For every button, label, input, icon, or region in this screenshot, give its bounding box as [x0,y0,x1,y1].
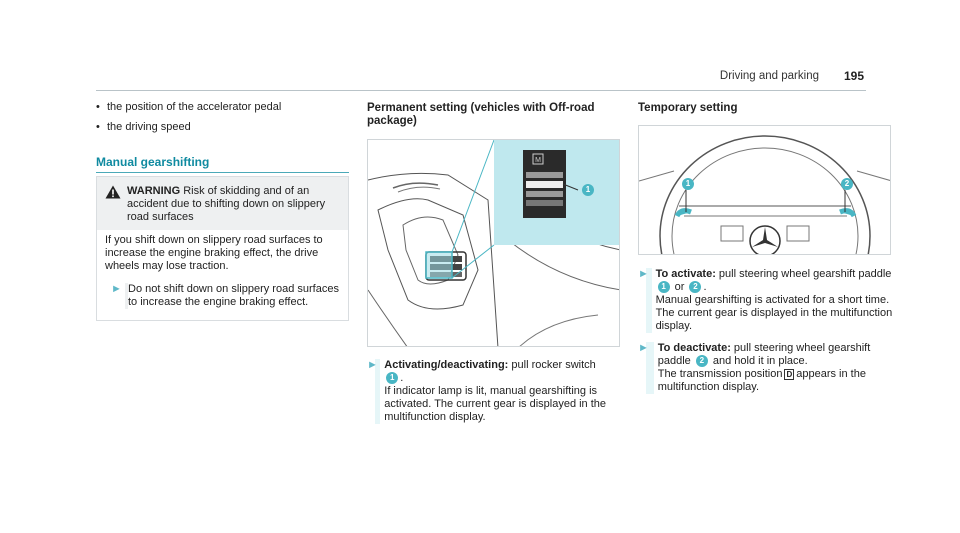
console-figure: M 1 [367,139,620,347]
deactivate-position-text: The transmission position [657,368,783,380]
callout-badge-2: 2 [841,178,853,190]
callout-badge-2: 2 [689,281,702,294]
warning-label: WARNING [127,185,181,197]
deactivate-display-text: appears in the multifunction display. [657,368,866,393]
activate-or: or [674,281,685,293]
running-header: Driving and parking [719,70,819,82]
bullet-item: the driving speed [96,120,349,134]
warning-step-text: Do not shift down on slippery road surfa… [125,283,348,309]
activate-detail: Manual gearshifting is activated for a s… [655,294,893,332]
activate-label: To activate: [655,268,716,280]
step-arrow-icon: ► [111,283,122,295]
middle-title: Permanent setting (vehicles with Off-roa… [367,102,595,127]
instruction-label: Activating/deactivating: [384,359,509,371]
warning-step: ► Do not shift down on slippery road sur… [105,283,348,309]
activate-instruction: ► To activate: pull steering wheel gears… [638,268,893,333]
steering-wheel-illustration [639,126,890,254]
warning-triangle-icon [105,185,121,199]
instruction-detail: If indicator lamp is lit, manual gearshi… [384,385,607,423]
section-rule [96,172,349,173]
warning-box: WARNING Risk of skidding and of an accid… [96,176,349,321]
warning-header: WARNING Risk of skidding and of an accid… [97,177,348,230]
step-arrow-icon: ► [367,359,378,371]
instruction-text: pull rocker switch [508,359,596,371]
activating-instruction: ► Activating/deactivating: pull rocker s… [367,359,607,424]
warning-heading: Risk of skidding and of an accident due … [127,185,326,223]
callout-badge-1: 1 [582,184,594,196]
step-arrow-icon: ► [638,342,649,354]
warning-body: If you shift down on slippery road surfa… [105,234,323,272]
deactivate-instruction: ► To deactivate: pull steering wheel gea… [638,342,893,394]
svg-text:M: M [535,157,541,164]
gear-d-symbol: D [784,369,795,380]
console-illustration: M [368,140,619,346]
bullet-item: the position of the accelerator pedal [96,100,349,114]
deactivate-text: pull steering wheel gearshift paddle [657,342,871,367]
activate-text: pull steering wheel gearshift paddle [715,268,892,280]
left-column: the position of the accelerator pedal th… [96,100,349,140]
callout-badge-1: 1 [682,178,694,190]
callout-badge-1: 1 [386,372,399,385]
step-arrow-icon: ► [638,268,649,280]
callout-badge-1: 1 [657,281,670,294]
page-number: 195 [843,69,864,83]
deactivate-hold: and hold it in place. [712,355,808,367]
callout-badge-2: 2 [695,355,708,368]
deactivate-label: To deactivate: [657,342,731,354]
steering-wheel-figure: 1 2 [638,125,891,255]
header-rule [96,90,866,91]
section-title: Manual gearshifting [96,155,210,169]
right-title: Temporary setting [638,102,738,114]
